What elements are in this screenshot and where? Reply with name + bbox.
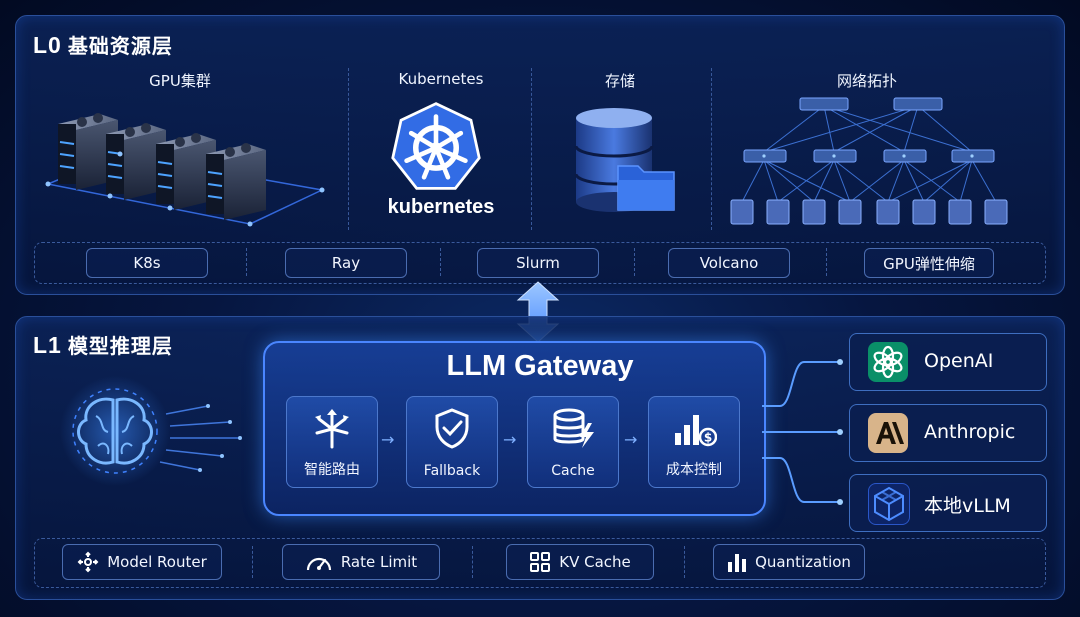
gateway-step-cost-control: $ 成本控制 — [648, 396, 740, 488]
chip-label: KV Cache — [559, 553, 631, 571]
network-topology-label: 网络拓扑 — [836, 72, 897, 90]
bars-icon — [728, 554, 747, 572]
svg-text:$: $ — [704, 431, 712, 445]
gateway-step-fallback: Fallback — [406, 396, 498, 488]
chip-quantization: Quantization — [713, 544, 865, 580]
step-label: 智能路由 — [304, 462, 360, 478]
cube-icon — [868, 483, 910, 525]
provider-local-vllm: 本地vLLM — [849, 474, 1047, 532]
router-icon — [77, 551, 99, 573]
gpu-servers-icon — [45, 113, 325, 227]
cost-chart-icon: $ — [675, 415, 717, 447]
chip-rate-limit: Rate Limit — [282, 544, 440, 580]
provider-name: 本地vLLM — [924, 495, 1011, 517]
l1-feature-row — [34, 538, 1046, 588]
provider-name: OpenAI — [924, 350, 994, 372]
gpu-cluster-label: GPU集群 — [149, 72, 211, 90]
chip-kv-cache: KV Cache — [506, 544, 654, 580]
grid-icon — [530, 552, 551, 572]
provider-anthropic: Anthropic — [849, 404, 1047, 462]
flow-arrow-icon: → — [381, 430, 395, 449]
chip-k8s: K8s — [86, 248, 208, 278]
anthropic-icon — [868, 413, 908, 453]
chip-divider — [252, 546, 253, 578]
routing-icon — [315, 409, 349, 449]
storage-label: 存储 — [604, 72, 635, 90]
chip-divider — [826, 248, 827, 276]
chip-gpu-autoscaling: GPU弹性伸缩 — [864, 248, 994, 278]
l0-title-text: 基础资源层 — [67, 34, 173, 58]
chip-divider — [684, 546, 685, 578]
openai-icon — [868, 342, 908, 382]
provider-connectors — [762, 359, 843, 505]
l0-divider — [348, 68, 349, 230]
chip-label: Rate Limit — [340, 553, 418, 571]
l0-key: L0 — [33, 32, 62, 58]
l0-divider — [531, 68, 532, 230]
database-bolt-icon — [553, 408, 594, 448]
flow-arrow-icon: → — [503, 430, 517, 449]
provider-openai: OpenAI — [849, 333, 1047, 391]
kubernetes-wordmark: kubernetes — [387, 196, 495, 218]
shield-check-icon — [435, 408, 469, 449]
step-label: Fallback — [423, 463, 481, 479]
chip-label: Model Router — [107, 553, 207, 571]
chip-divider — [634, 248, 635, 276]
network-topology-icon — [730, 97, 1008, 225]
kubernetes-label: Kubernetes — [398, 70, 484, 88]
l0-divider — [711, 68, 712, 230]
chip-volcano: Volcano — [668, 248, 790, 278]
l1-title-text: 模型推理层 — [67, 334, 173, 358]
storage-database-icon — [574, 108, 675, 212]
gateway-step-cache: Cache — [527, 396, 619, 488]
chip-model-router: Model Router — [62, 544, 222, 580]
gateway-step-routing: 智能路由 — [286, 396, 378, 488]
chip-divider — [246, 248, 247, 276]
flow-arrow-icon: → — [624, 430, 638, 449]
kubernetes-logo-icon — [391, 102, 481, 190]
provider-name: Anthropic — [924, 421, 1016, 443]
llm-gateway-title: LLM Gateway — [446, 350, 634, 382]
l1-key: L1 — [33, 332, 62, 358]
chip-divider — [472, 546, 473, 578]
chip-label: Quantization — [755, 553, 851, 571]
chip-divider — [440, 248, 441, 276]
step-label: 成本控制 — [666, 462, 722, 478]
ai-brain-icon — [60, 376, 242, 486]
chip-ray: Ray — [285, 248, 407, 278]
step-label: Cache — [551, 463, 595, 479]
chip-slurm: Slurm — [477, 248, 599, 278]
gauge-icon — [306, 557, 331, 571]
